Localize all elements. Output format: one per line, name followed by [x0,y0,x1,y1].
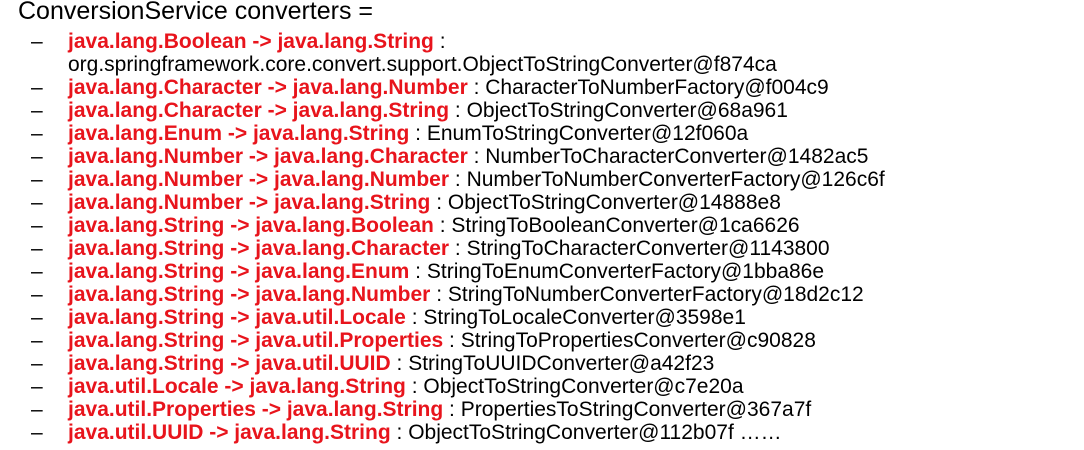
dash-bullet: – [31,237,43,260]
converter-item: – java.lang.String -> java.lang.Boolean … [31,214,1081,237]
dash-bullet: – [31,306,43,329]
dash-bullet: – [31,352,43,375]
separator: : [449,168,467,191]
converter-item: – java.lang.Character -> java.lang.Strin… [31,99,1081,122]
dash-bullet: – [31,260,43,283]
separator: : [430,191,448,214]
converter-item: – java.lang.Number -> java.lang.Characte… [31,145,1081,168]
separator: : [405,306,424,329]
converter-item: – java.lang.String -> java.util.UUID : S… [31,352,1081,375]
converter-name: EnumToStringConverter@12f060a [426,122,749,145]
converter-item: – java.lang.Number -> java.lang.Number :… [31,168,1081,191]
separator: : [443,398,461,421]
dash-bullet: – [31,329,43,352]
converter-item: – java.lang.String -> java.lang.Enum : S… [31,260,1081,283]
converter-mapping: java.util.Locale -> java.lang.String [68,375,406,398]
converter-item: – java.lang.String -> java.lang.Number :… [31,283,1081,306]
converter-mapping: java.lang.String -> java.lang.Character [68,237,450,260]
converter-name: StringToEnumConverterFactory@1bba86e [426,260,825,283]
separator: : [405,375,424,398]
separator: : [449,99,467,122]
converter-item: – java.lang.Number -> java.lang.String :… [31,191,1081,214]
converter-name: StringToUUIDConverter@a42f23 [408,352,715,375]
separator: : [430,283,448,306]
separator: : [409,122,427,145]
converter-mapping: java.lang.Enum -> java.lang.String [68,122,410,145]
dash-bullet: – [31,168,43,191]
converter-name: ObjectToStringConverter@c7e20a [423,375,744,398]
converter-mapping: java.lang.Number -> java.lang.String [68,191,431,214]
converter-mapping: java.lang.String -> java.util.UUID [68,352,391,375]
separator: : [443,329,461,352]
converter-mapping-line: java.lang.Boolean -> java.lang.String : [68,30,1081,53]
converter-mapping: java.lang.String -> java.util.Properties [68,329,444,352]
converter-mapping: java.util.Properties -> java.lang.String [68,398,444,421]
heading: ConversionService converters = [18,0,374,25]
converter-mapping: java.lang.Number -> java.lang.Character [68,145,468,168]
separator: : [449,237,467,260]
converter-item: – java.lang.Character -> java.lang.Numbe… [31,76,1081,99]
dash-bullet: – [31,122,43,145]
converter-name: StringToBooleanConverter@1ca6626 [451,214,800,237]
converter-name: ObjectToStringConverter@14888e8 [447,191,781,214]
converter-mapping: java.lang.String -> java.lang.Number [68,283,431,306]
converter-mapping: java.lang.Number -> java.lang.Number [68,168,450,191]
converter-name: StringToLocaleConverter@3598e1 [423,306,746,329]
dash-bullet: – [31,30,43,53]
dash-bullet: – [31,398,43,421]
dash-bullet: – [31,283,43,306]
separator: : [390,421,409,444]
dash-bullet: – [31,191,43,214]
converter-name: ObjectToStringConverter@112b07f …… [408,421,782,444]
converter-name: CharacterToNumberFactory@f004c9 [485,76,829,99]
converter-item: – java.util.Properties -> java.lang.Stri… [31,398,1081,421]
converter-list: – java.lang.Boolean -> java.lang.String … [31,30,1081,444]
dash-bullet: – [31,76,43,99]
converter-mapping: java.lang.Boolean -> java.lang.String [68,30,434,53]
converter-item: – java.util.UUID -> java.lang.String : O… [31,421,1081,444]
converter-mapping: java.lang.String -> java.util.Locale [68,306,406,329]
separator: : [467,145,486,168]
separator: : [467,76,486,99]
converter-name: StringToPropertiesConverter@c90828 [460,329,816,352]
converter-mapping: java.lang.Character -> java.lang.String [68,99,450,122]
dash-bullet: – [31,214,43,237]
dash-bullet: – [31,99,43,122]
converter-item: – java.lang.String -> java.util.Locale :… [31,306,1081,329]
separator: : [433,30,446,53]
converter-name: StringToCharacterConverter@1143800 [466,237,830,260]
converter-name: StringToNumberConverterFactory@18d2c12 [447,283,864,306]
converter-mapping: java.util.UUID -> java.lang.String [68,421,391,444]
dash-bullet: – [31,375,43,398]
dash-bullet: – [31,421,43,444]
converter-item: – java.lang.Boolean -> java.lang.String … [31,30,1081,76]
converter-mapping: java.lang.Character -> java.lang.Number [68,76,468,99]
converter-item: – java.lang.String -> java.lang.Characte… [31,237,1081,260]
separator: : [409,260,427,283]
converter-name: NumberToNumberConverterFactory@126c6f [466,168,885,191]
separator: : [433,214,452,237]
separator: : [390,352,409,375]
converter-mapping: java.lang.String -> java.lang.Boolean [68,214,434,237]
converter-item: – java.util.Locale -> java.lang.String :… [31,375,1081,398]
converter-name: NumberToCharacterConverter@1482ac5 [485,145,869,168]
converter-name: ObjectToStringConverter@68a961 [466,99,788,122]
converter-name: org.springframework.core.convert.support… [68,53,777,76]
converter-mapping: java.lang.String -> java.lang.Enum [68,260,410,283]
converter-name: PropertiesToStringConverter@367a7f [460,398,812,421]
converter-item: – java.lang.Enum -> java.lang.String : E… [31,122,1081,145]
dash-bullet: – [31,145,43,168]
converter-item: – java.lang.String -> java.util.Properti… [31,329,1081,352]
